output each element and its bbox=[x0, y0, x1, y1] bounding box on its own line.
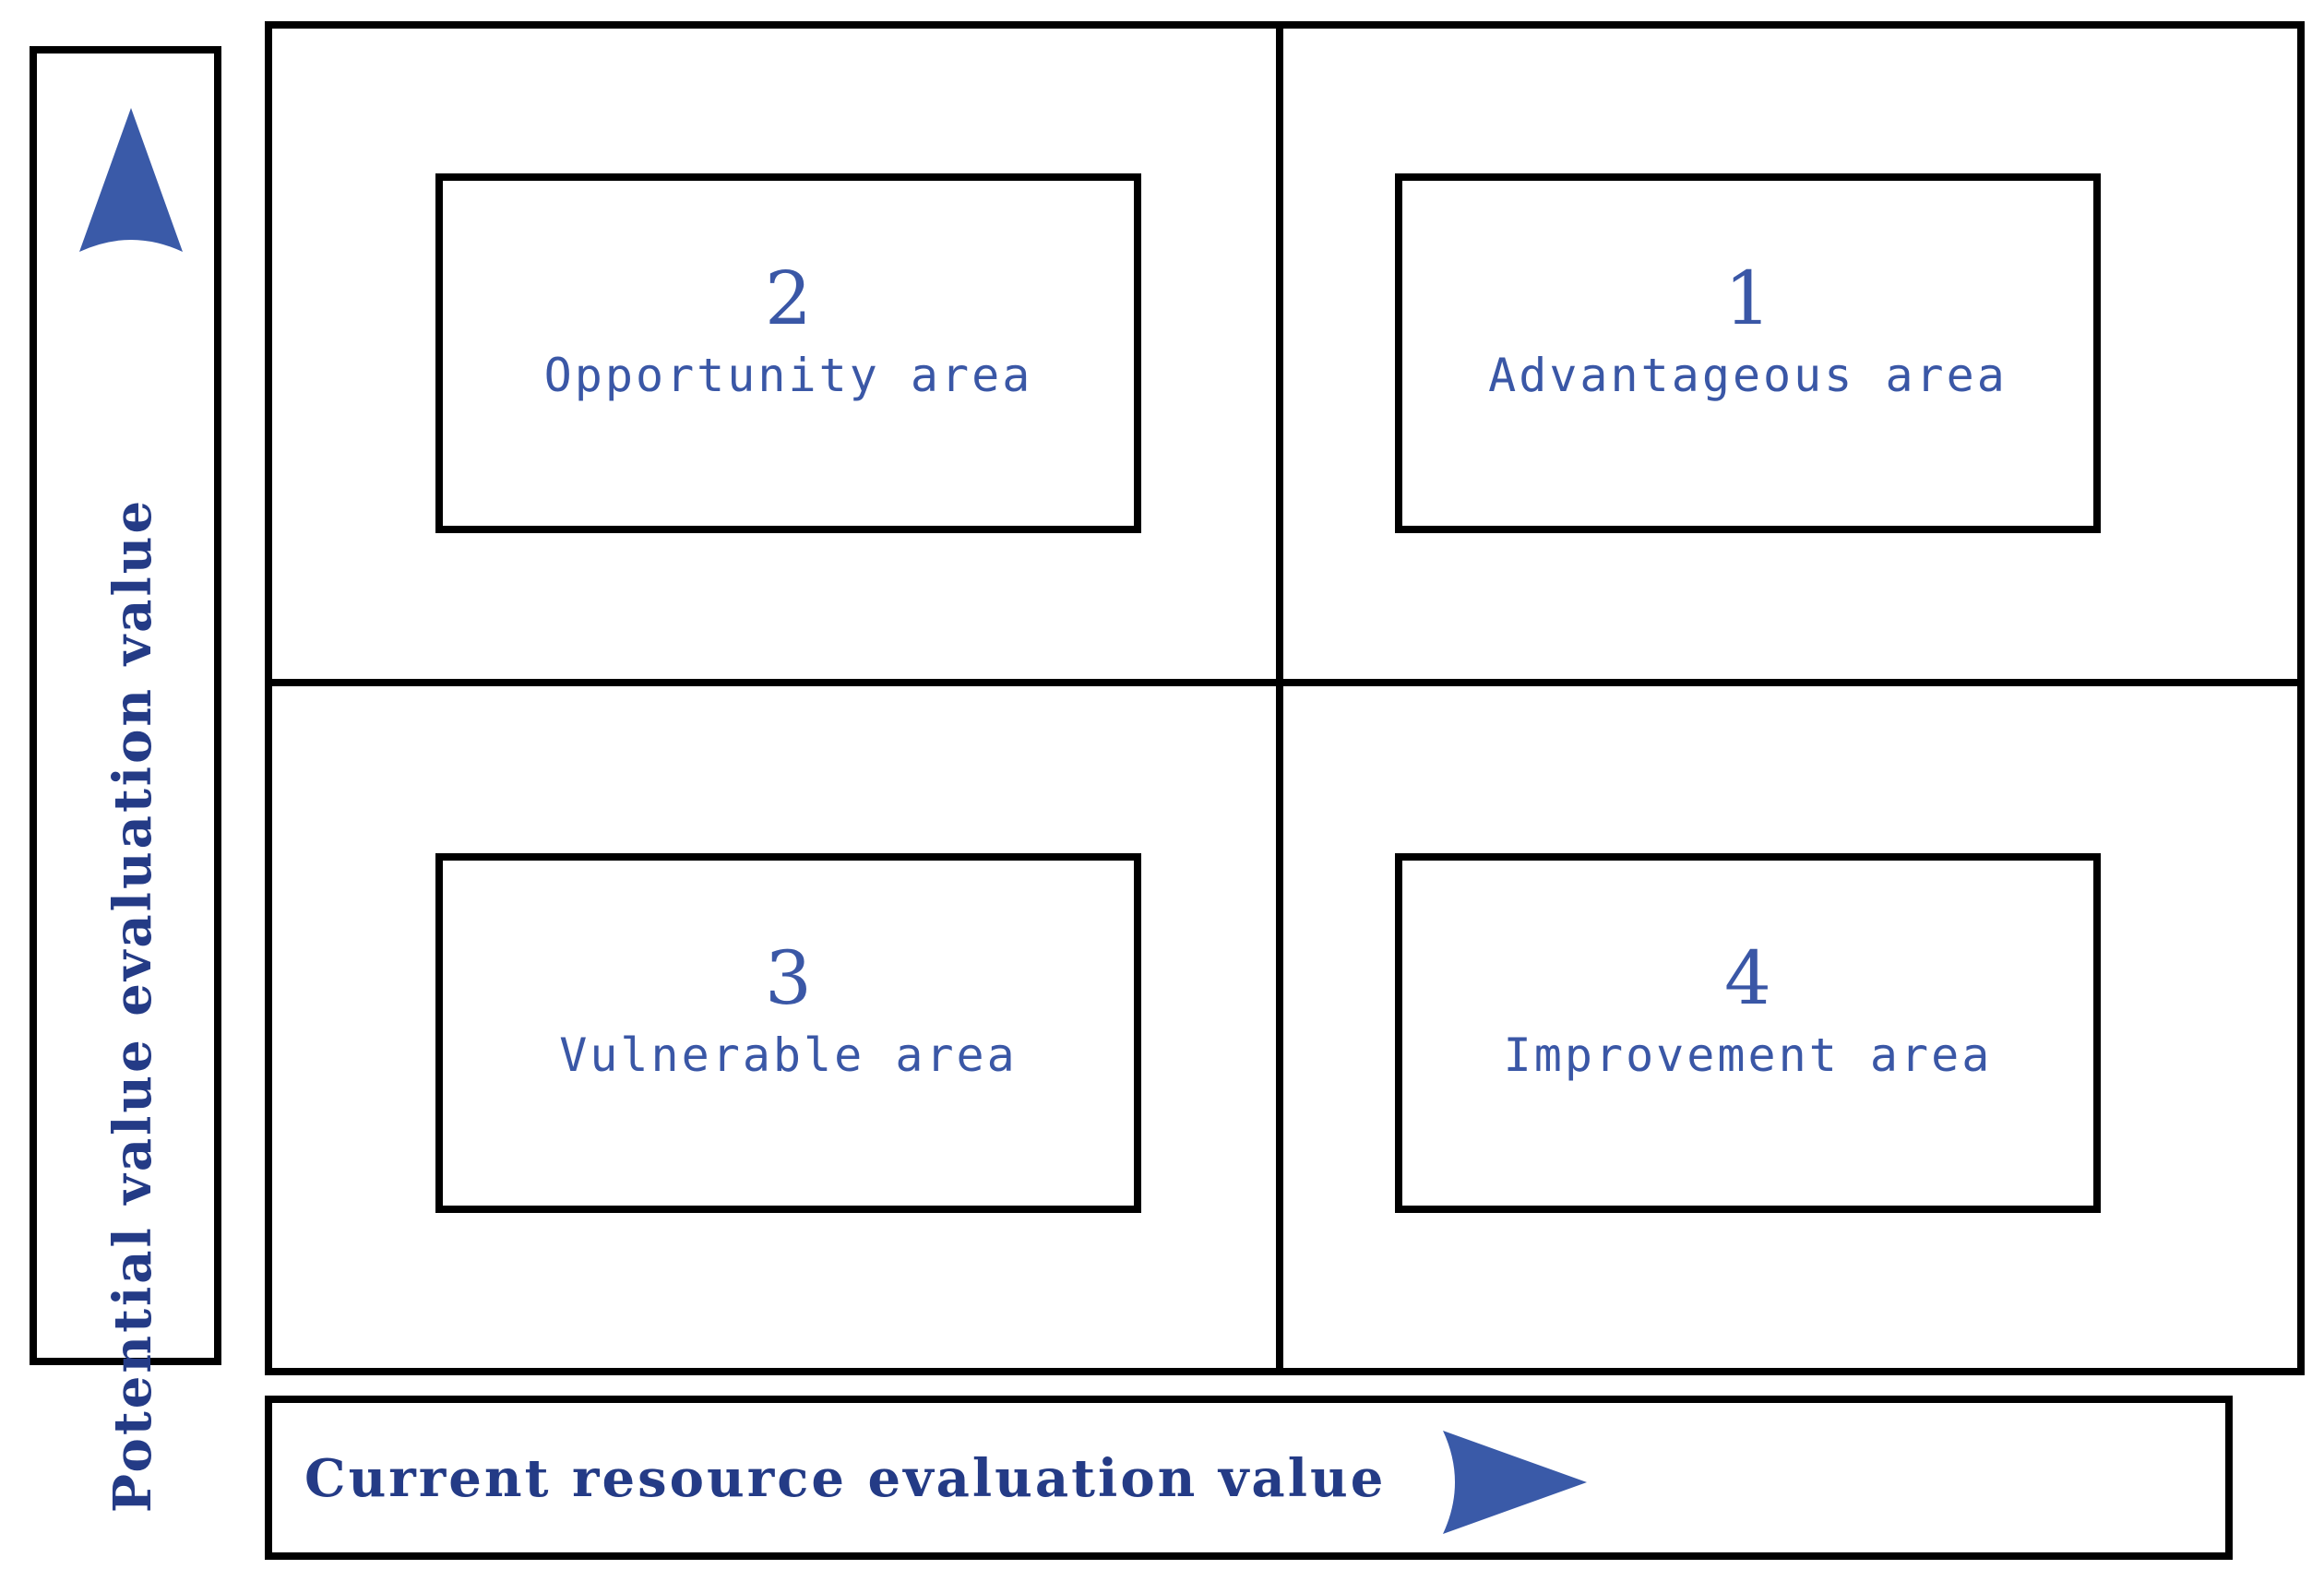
zone-number: 2 bbox=[765, 256, 812, 341]
x-axis-title: Current resource evaluation value bbox=[304, 1448, 1387, 1509]
zone-improvement: 4 Improvement area bbox=[1395, 853, 2101, 1213]
zone-label: Advantageous area bbox=[1488, 349, 2008, 402]
zone-label: Improvement area bbox=[1503, 1028, 1993, 1082]
horizontal-divider bbox=[265, 679, 2305, 686]
y-axis-box bbox=[30, 46, 221, 1365]
zone-label: Vulnerable area bbox=[559, 1028, 1018, 1082]
vertical-divider bbox=[1276, 21, 1283, 1375]
zone-opportunity: 2 Opportunity area bbox=[435, 173, 1141, 533]
y-axis-title: Potential value evaluation value bbox=[102, 497, 163, 1514]
zone-number: 4 bbox=[1724, 935, 1771, 1021]
up-arrow-icon bbox=[79, 108, 183, 252]
x-axis-box bbox=[265, 1396, 2233, 1560]
zone-number: 3 bbox=[765, 935, 812, 1021]
zone-label: Opportunity area bbox=[543, 349, 1033, 402]
zone-number: 1 bbox=[1724, 256, 1771, 341]
zone-advantageous: 1 Advantageous area bbox=[1395, 173, 2101, 533]
right-arrow-icon bbox=[1443, 1431, 1587, 1534]
zone-vulnerable: 3 Vulnerable area bbox=[435, 853, 1141, 1213]
